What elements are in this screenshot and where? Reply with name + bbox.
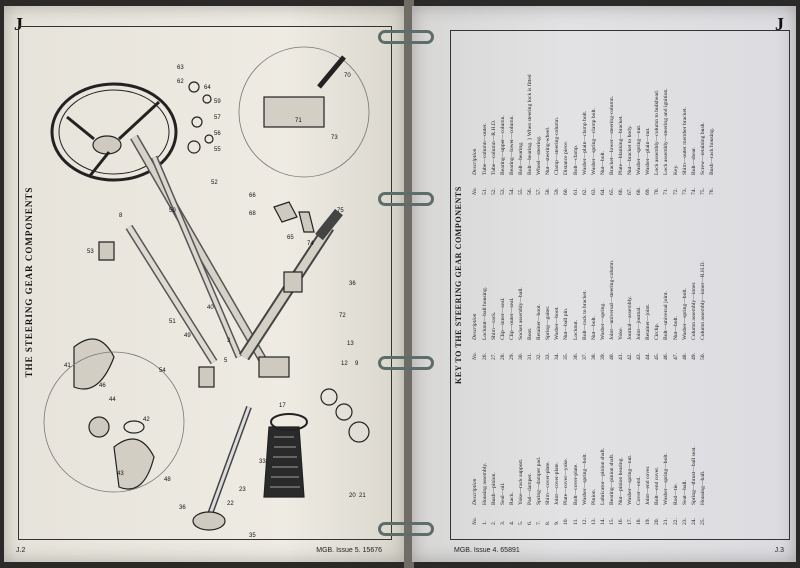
svg-text:70: 70 <box>344 73 351 79</box>
svg-text:23: 23 <box>239 487 246 493</box>
key-number: 25. <box>699 518 706 525</box>
universal-joint-drawing <box>73 338 115 390</box>
binder-ring <box>378 192 434 206</box>
svg-text:56: 56 <box>214 131 221 137</box>
key-table-wrap: KEY TO THE STEERING GEAR COMPONENTS No.D… <box>451 31 789 539</box>
svg-text:22: 22 <box>227 501 234 507</box>
svg-text:54: 54 <box>159 368 166 374</box>
svg-text:13: 13 <box>347 341 354 347</box>
svg-text:8: 8 <box>119 213 123 219</box>
binder-ring <box>378 356 434 370</box>
svg-text:36: 36 <box>349 281 356 287</box>
key-header: No.Description <box>472 313 478 360</box>
svg-text:52: 52 <box>211 180 218 186</box>
key-column-3: No.Description 51.Tube—column—outer.52.T… <box>472 35 719 195</box>
svg-text:64: 64 <box>204 85 211 91</box>
key-description: Bush—rack housing. <box>708 127 715 175</box>
gutter <box>404 0 414 568</box>
issue-left: MGB. Issue 5. 15676 <box>316 547 382 554</box>
key-table: KEY TO THE STEERING GEAR COMPONENTS No.D… <box>454 35 785 535</box>
svg-text:74: 74 <box>307 241 314 247</box>
svg-text:65: 65 <box>287 235 294 241</box>
key-header: No.Description <box>472 478 478 525</box>
section-letter-right: J <box>775 14 784 34</box>
svg-text:3: 3 <box>227 338 231 344</box>
svg-text:63: 63 <box>177 65 184 71</box>
svg-text:71: 71 <box>295 118 302 124</box>
key-description: Lock assembly—steering and ignition. <box>663 88 670 175</box>
key-column-1: No.Description 1.Housing assembly.2.Bush… <box>472 365 710 525</box>
issue-right: MGB. Issue 4. 65891 <box>454 547 520 554</box>
svg-text:17: 17 <box>279 403 286 409</box>
svg-text:62: 62 <box>177 79 184 85</box>
binder-ring <box>378 30 434 44</box>
svg-text:33: 33 <box>259 459 266 465</box>
svg-text:35: 35 <box>249 533 256 539</box>
svg-text:44: 44 <box>109 397 116 403</box>
right-page: J KEY TO THE STEERING GEAR COMPONENTS No… <box>412 6 796 562</box>
left-page: J THE STEERING GEAR COMPONENTS <box>4 6 406 562</box>
svg-text:55: 55 <box>214 147 221 153</box>
key-description: Housing—ball. <box>699 470 706 505</box>
svg-text:68: 68 <box>249 211 256 217</box>
page-number-left: J.2 <box>16 547 26 554</box>
svg-text:43: 43 <box>117 471 124 477</box>
boot-drawing <box>263 426 305 498</box>
svg-text:9: 9 <box>355 361 359 367</box>
svg-text:73: 73 <box>331 135 338 141</box>
svg-text:66: 66 <box>249 193 256 199</box>
key-row: 50. Column assembly—inner—R.H.D. <box>699 200 710 360</box>
svg-text:20: 20 <box>349 493 356 499</box>
svg-text:40: 40 <box>207 305 214 311</box>
key-row: 25. Housing—ball. <box>699 365 710 525</box>
svg-text:21: 21 <box>359 493 366 499</box>
key-number: 50. <box>699 353 706 360</box>
svg-text:41: 41 <box>64 363 71 369</box>
svg-text:42: 42 <box>143 417 150 423</box>
diagram-frame: THE STEERING GEAR COMPONENTS <box>18 26 392 540</box>
key-title: KEY TO THE STEERING GEAR COMPONENTS <box>454 186 463 384</box>
svg-text:36: 36 <box>179 505 186 511</box>
steering-wheel-drawing <box>50 82 178 182</box>
svg-text:75: 75 <box>337 208 344 214</box>
svg-text:49: 49 <box>184 333 191 339</box>
key-header: No.Description <box>472 148 478 195</box>
key-frame: KEY TO THE STEERING GEAR COMPONENTS No.D… <box>450 30 790 540</box>
key-column-2: No.Description 26.Locknut—ball housing.2… <box>472 200 710 360</box>
svg-text:5: 5 <box>224 358 228 364</box>
svg-text:53: 53 <box>87 249 94 255</box>
section-letter: J <box>14 14 23 34</box>
svg-text:12: 12 <box>341 361 348 367</box>
binder-ring <box>378 522 434 536</box>
key-description: Column assembly—inner—R.H.D. <box>699 261 706 340</box>
lock-inset-circle <box>238 46 370 178</box>
svg-text:57: 57 <box>214 115 221 121</box>
svg-text:51: 51 <box>169 319 176 325</box>
svg-text:59: 59 <box>214 99 221 105</box>
svg-text:46: 46 <box>99 383 106 389</box>
key-row: 76. Bush—rack housing. <box>708 35 719 195</box>
exploded-steering-diagram: 63 62 64 59 57 56 55 52 66 68 65 74 75 36 72 13 12 9… <box>43 46 370 539</box>
ujoint-inset-circle <box>43 351 185 493</box>
svg-text:50: 50 <box>169 208 176 214</box>
svg-text:72: 72 <box>339 313 346 319</box>
key-number: 76. <box>708 188 715 195</box>
page-number-right: J.3 <box>774 547 784 554</box>
svg-text:48: 48 <box>164 477 171 483</box>
